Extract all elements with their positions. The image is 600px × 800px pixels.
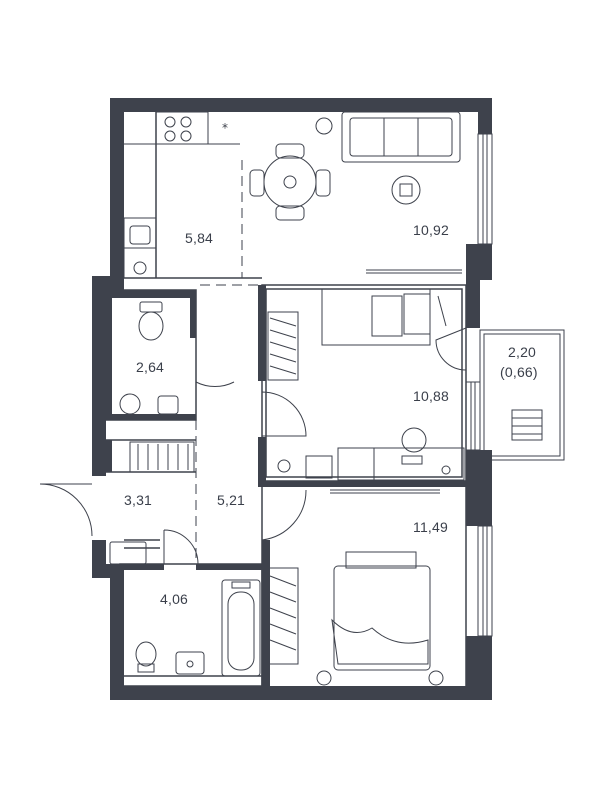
- area-living: 10,92: [413, 222, 450, 238]
- door-icon: [39, 327, 467, 565]
- bed-icon: [321, 288, 447, 346]
- bathtub-icon: [221, 579, 261, 677]
- interior-walls: [105, 289, 197, 421]
- balcony: [479, 329, 565, 461]
- outer-walls: [92, 98, 492, 700]
- area-bedroom-2: 11,49: [413, 519, 448, 535]
- dining-table-icon: [249, 117, 421, 221]
- svg-text:*: *: [222, 121, 228, 135]
- toilet-icon: [138, 301, 164, 341]
- wall-fills: [106, 285, 466, 688]
- area-balcony: 2,20: [508, 344, 537, 360]
- wardrobe-icon: [109, 441, 195, 565]
- zone-dividers: [195, 160, 262, 564]
- toilet-icon: [135, 641, 157, 673]
- area-entry: 3,31: [124, 492, 153, 508]
- radiator-icon: [267, 311, 299, 665]
- area-bathroom-large: 4,06: [160, 591, 189, 607]
- window-icon: [465, 133, 493, 637]
- ladder-icon: [511, 409, 543, 441]
- sink-icon: [123, 217, 157, 279]
- area-bathroom-small: 2,64: [136, 359, 165, 375]
- area-bedroom-1: 10,88: [413, 388, 450, 404]
- sofa-icon: [341, 111, 462, 274]
- area-kitchen: 5,84: [185, 230, 214, 246]
- washer-icon: [119, 393, 179, 415]
- desk-icon: [277, 427, 465, 494]
- area-hall: 5,21: [217, 492, 246, 508]
- stove-icon: *: [124, 111, 240, 145]
- sink-icon: [175, 651, 205, 675]
- area-balcony-reduced: (0,66): [500, 364, 538, 380]
- bed-icon: [316, 551, 444, 686]
